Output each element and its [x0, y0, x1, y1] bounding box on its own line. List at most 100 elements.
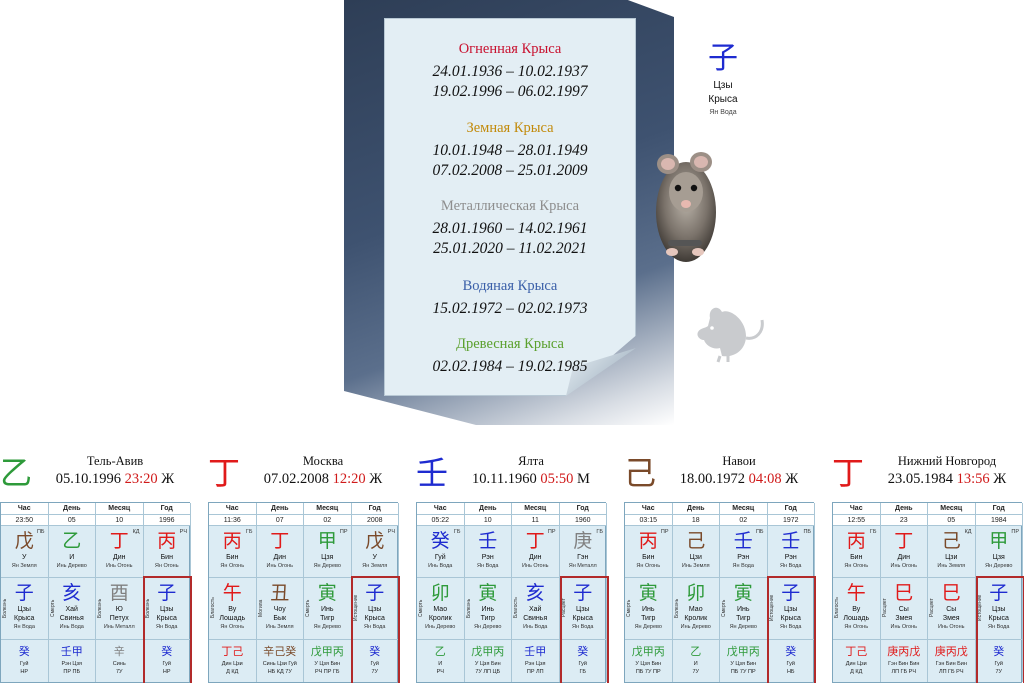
pillar-value: 1984 — [975, 515, 1022, 526]
rat-date-range: 24.01.1936 – 10.02.1937 — [432, 63, 588, 80]
hidden-stems-hieroglyphs: 壬甲 — [524, 645, 547, 658]
branch-pinyin: Сы — [946, 606, 957, 613]
hidden-stems-hieroglyphs: 戊甲丙 — [310, 645, 344, 658]
life-stage-label: Болезнь — [465, 598, 472, 618]
stem-relation-tag: РЧ — [387, 529, 395, 535]
hidden-stems-names: Гэн Бин Бин — [888, 661, 920, 667]
stem-pinyin: Бин — [160, 554, 173, 561]
hidden-stems-names: Синь — [112, 661, 126, 667]
branch-hieroglyph: 丑 — [270, 582, 290, 604]
pillar-header: Месяц — [720, 503, 767, 515]
stem-hieroglyph: 庚 — [573, 530, 593, 552]
rat-type-name: Древесная Крыса — [456, 336, 564, 352]
hidden-stems-names: Гуй — [786, 661, 795, 667]
hidden-stems-hieroglyphs: 丁己 — [845, 645, 868, 658]
hidden-stems-relations: ГБ — [579, 669, 587, 675]
branch-element: Ян Дерево — [474, 624, 502, 630]
pillar-value: 23:50 — [1, 515, 48, 526]
sex: Ж — [785, 471, 799, 487]
hidden-stems-names: Гуй — [370, 661, 379, 667]
branch-hieroglyph: 子 — [157, 582, 177, 604]
pillar-header: Месяц — [304, 503, 351, 515]
branch-hieroglyph: 寅 — [638, 582, 658, 604]
branch-element: Ян Вода — [156, 624, 178, 630]
life-stage-label: Болезнь — [2, 598, 8, 618]
rat-type-name: Огненная Крыса — [458, 41, 562, 57]
sex: Ж — [993, 471, 1007, 487]
branch-pinyin: Цзы — [576, 606, 590, 613]
stem-relation-tag: ПР — [660, 529, 669, 535]
birth-datetime: 18.00.1972 04:08 Ж — [664, 471, 814, 488]
branch-pinyin: Чоу — [273, 606, 286, 613]
rat-type-name: Земная Крыса — [466, 120, 554, 136]
stem-pinyin: Бин — [226, 554, 239, 561]
pillar-header: Час — [209, 503, 256, 515]
pillar-header: Час — [1, 503, 48, 515]
pillar-value: 11:36 — [209, 515, 256, 526]
birth-date: 18.00.1972 — [679, 471, 745, 487]
branch-element: Ян Огонь — [220, 624, 245, 630]
pillar-value: 10 — [96, 515, 143, 526]
pillar-value: 1960 — [559, 515, 606, 526]
pillar-header: Месяц — [96, 503, 143, 515]
hidden-stems-names: Дин Цзи — [845, 661, 867, 667]
life-stage-label: Истощение — [352, 594, 359, 622]
branch-animal: Тигр — [641, 615, 656, 622]
stem-element: Ян Огонь — [220, 563, 245, 569]
hidden-stems-names: Рэн Цзя — [61, 661, 83, 667]
hidden-stems-names: У Цзя Бин — [635, 661, 662, 667]
branch-hieroglyph: 子 — [989, 582, 1009, 604]
branch-animal: Бык — [273, 615, 287, 622]
branch-hieroglyph: 午 — [222, 582, 242, 604]
stem-element: Ян Земля — [362, 563, 388, 569]
branch-animal: Змея — [942, 615, 960, 622]
life-stage-label: Смерть — [418, 599, 424, 617]
hidden-stems-hieroglyphs: 癸 — [161, 645, 173, 658]
life-stage-label: Истощение — [768, 594, 775, 622]
rat-date-range: 10.01.1948 – 28.01.1949 — [432, 142, 588, 159]
life-stage-label: Болезнь — [144, 598, 151, 618]
pillar-value: 1996 — [143, 515, 190, 526]
pillar-header: Год — [975, 503, 1022, 515]
branch-element: Ян Вода — [364, 624, 386, 630]
branch-hieroglyph: 子 — [781, 582, 801, 604]
birth-time: 13:56 — [956, 471, 990, 487]
stem-hieroglyph: 丁 — [894, 530, 914, 552]
stem-element: Инь Земля — [681, 563, 710, 569]
stem-element: Ян Дерево — [985, 563, 1013, 569]
birth-time: 05:50 — [540, 471, 574, 487]
pillar-header: Месяц — [512, 503, 559, 515]
branch-element: Инь Вода — [523, 624, 548, 630]
stem-relation-tag: ГБ — [453, 529, 461, 535]
hidden-stems-relations: ЛП ГБ РЧ — [891, 669, 917, 675]
pillar-header: Месяц — [928, 503, 975, 515]
hidden-stems-relations: ПБ 7У ПР — [635, 669, 661, 675]
stem-pinyin: Дин — [273, 554, 287, 561]
hidden-stems-relations: 7У — [115, 669, 123, 675]
hidden-stems-hieroglyphs: 癸 — [577, 645, 589, 658]
branch-element: Ян Вода — [780, 624, 802, 630]
sign-element: Ян Вода — [709, 109, 737, 116]
branch-pinyin: Хай — [65, 606, 78, 613]
branch-animal: Крыса — [156, 615, 177, 622]
day-master-hieroglyph: 壬 — [416, 454, 449, 492]
hidden-stems-names: У Цзя Бин — [730, 661, 757, 667]
hidden-stems-relations: 7У — [371, 669, 379, 675]
stem-pinyin: Цзи — [689, 554, 702, 561]
hidden-stems-hieroglyphs: 辛己癸 — [263, 645, 297, 658]
hidden-stems-names: Дин Цзи — [221, 661, 243, 667]
stem-element: Инь Огонь — [266, 563, 293, 569]
stem-pinyin: Гуй — [434, 554, 446, 561]
pillar-header: День — [256, 503, 303, 515]
